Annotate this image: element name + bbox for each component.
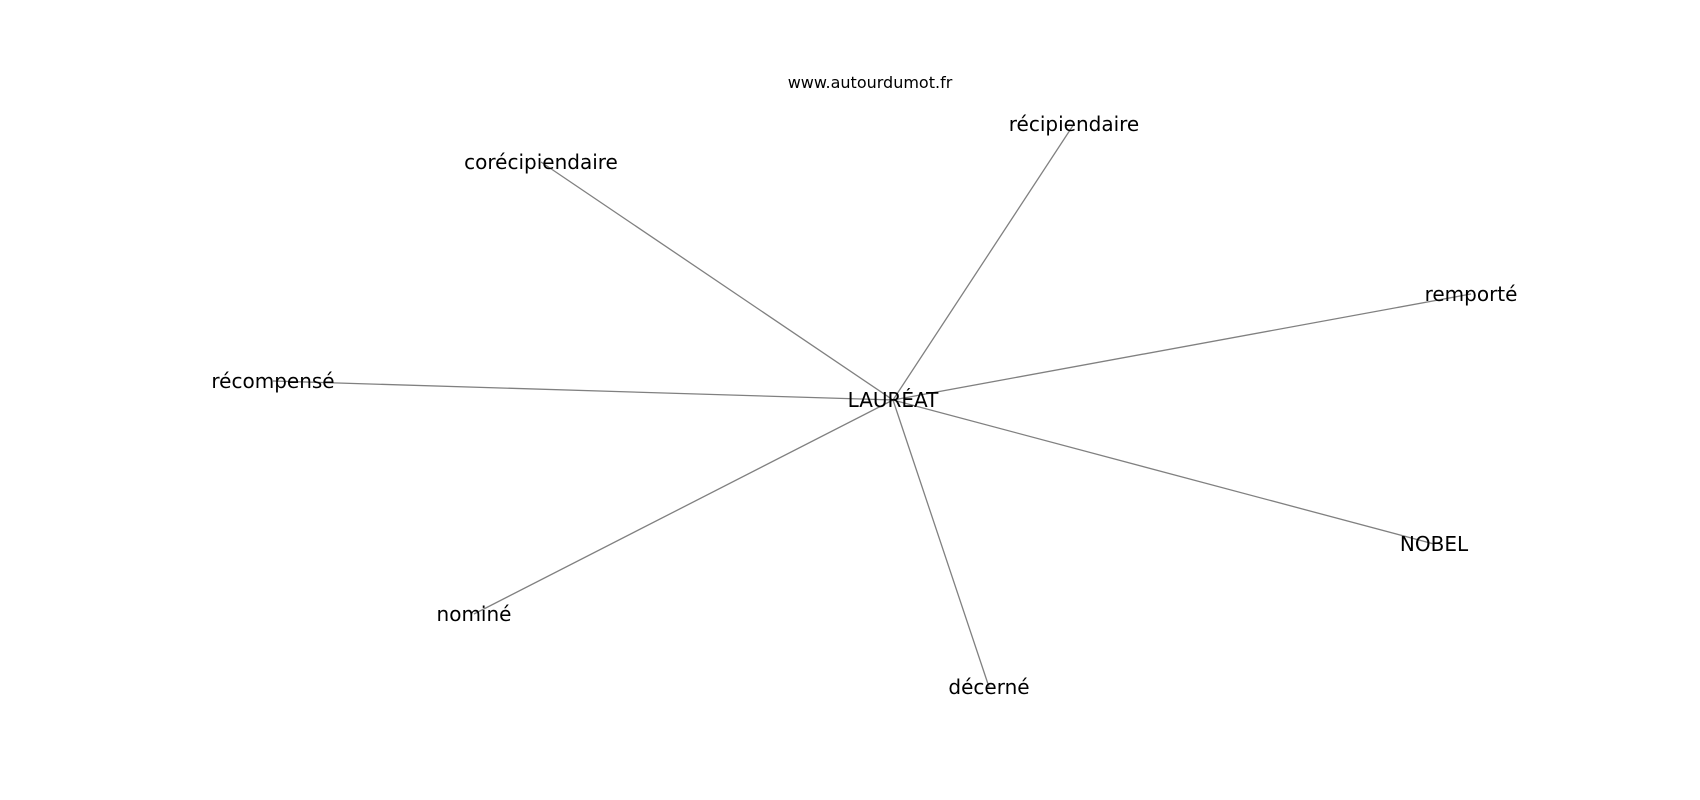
edges [272, 123, 1472, 688]
node-label-corecipiendaire: corécipiendaire [464, 150, 618, 174]
source-label: www.autourdumot.fr [788, 73, 953, 92]
node-label-nomine: nominé [437, 602, 512, 626]
node-label-decerne: décerné [948, 675, 1029, 699]
edge-decerne [892, 399, 990, 688]
node-label-recipiendaire: récipiendaire [1009, 112, 1139, 136]
edge-recompense [272, 380, 894, 401]
edge-recipiendaire [892, 123, 1075, 401]
edge-nobel [892, 399, 1435, 545]
node-label-remporte: remporté [1425, 282, 1518, 306]
node-labels: corécipiendaire récipiendaire remporté réco… [211, 112, 1517, 699]
edge-remporte [892, 293, 1472, 401]
edge-corecipiendaire [540, 161, 894, 401]
node-label-nobel: NOBEL [1400, 532, 1469, 556]
node-label-recompense: récompensé [211, 369, 334, 393]
node-label-laureat: LAURÉAT [848, 388, 940, 412]
edge-nomine [473, 399, 894, 615]
